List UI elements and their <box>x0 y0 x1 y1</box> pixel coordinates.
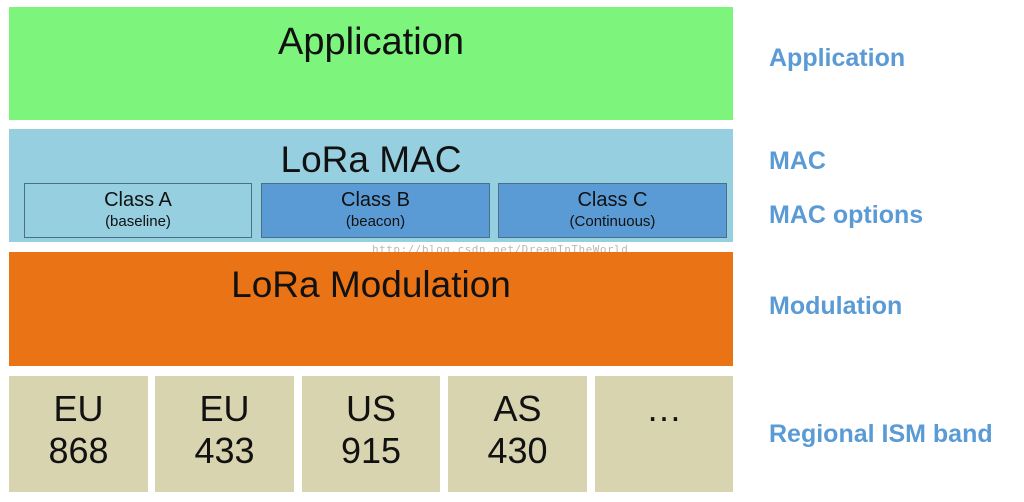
band-region: EU <box>53 388 104 429</box>
band-eu-868: EU 868 <box>9 376 148 492</box>
application-layer: Application <box>9 7 733 120</box>
lora-mac-layer-title: LoRa MAC <box>280 139 462 180</box>
lora-modulation-layer: LoRa Modulation <box>9 252 733 366</box>
class-c-box: Class C (Continuous) <box>498 183 727 238</box>
class-a-name: Class A <box>104 189 172 211</box>
band-region: US <box>345 388 396 429</box>
side-label-modulation: Modulation <box>769 292 903 320</box>
class-a-box: Class A (baseline) <box>24 183 252 238</box>
side-label-mac-options: MAC options <box>769 201 924 229</box>
side-label-regional-ism-band: Regional ISM band <box>769 420 993 448</box>
class-a-sub: (baseline) <box>105 213 171 230</box>
band-ellipsis: … <box>646 388 682 429</box>
band-us-915: US 915 <box>302 376 440 492</box>
lora-modulation-layer-title: LoRa Modulation <box>231 264 511 305</box>
class-b-box: Class B (beacon) <box>261 183 490 238</box>
class-b-name: Class B <box>341 189 410 211</box>
class-b-sub: (beacon) <box>345 213 406 230</box>
band-region: AS <box>493 388 542 429</box>
band-region: EU <box>199 388 250 429</box>
side-label-mac: MAC <box>769 147 826 175</box>
side-label-application: Application <box>769 44 906 72</box>
band-frequency: 915 <box>340 430 402 471</box>
class-c-name: Class C <box>577 189 648 211</box>
band-frequency: 433 <box>194 430 255 471</box>
band-as-430: AS 430 <box>448 376 587 492</box>
band-frequency: 430 <box>487 430 548 471</box>
class-c-sub: (Continuous) <box>569 213 656 230</box>
lora-mac-layer: LoRa MAC Class A (baseline) Class B (bea… <box>9 129 733 242</box>
band-eu-433: EU 433 <box>155 376 294 492</box>
application-layer-title: Application <box>278 21 464 63</box>
band-frequency: 868 <box>48 430 109 471</box>
band-more: … <box>595 376 733 492</box>
